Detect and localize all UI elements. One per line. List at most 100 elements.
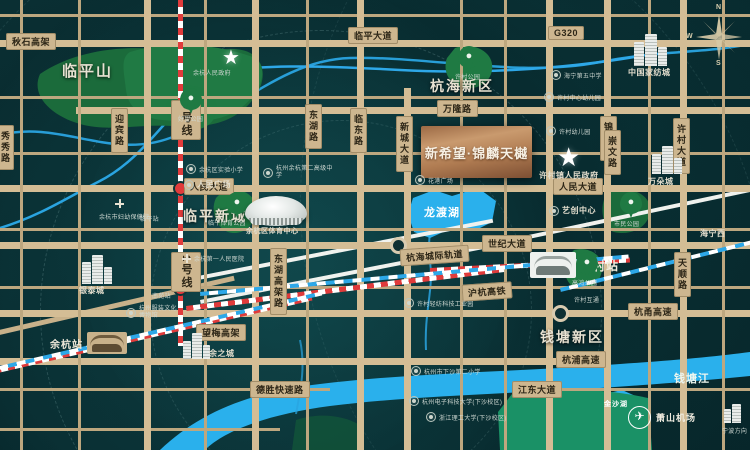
poi-yuhang-government[interactable]: 余杭人民政府 [193, 68, 231, 77]
interchange-xucun-label-wrap[interactable]: 许村互通 [574, 295, 599, 304]
school-icon [546, 126, 556, 136]
interchange-xucun[interactable] [552, 305, 569, 322]
compass-south-label: S [716, 60, 721, 67]
poi-label: 临平体育公园 [208, 221, 246, 227]
road-v-xucun [680, 0, 687, 450]
road-label-hangyong-right: 杭甬高速 [628, 303, 679, 320]
station-yuhang[interactable]: 余杭站 [50, 332, 127, 354]
poi-label: 银泰城 [79, 286, 105, 295]
pin-xucun-park[interactable]: ● [458, 46, 480, 72]
station-linping[interactable]: 临平站 [140, 214, 159, 223]
poi-shimin-park[interactable]: 市民公园 [614, 219, 639, 228]
road-v-13 [722, 0, 725, 450]
pin-gaohong-park[interactable]: ● [576, 252, 598, 278]
project-highlight-block[interactable]: 新希望·锦麟天樾 [421, 126, 532, 178]
poi-xucun-government[interactable]: 许村镇人民政府 [539, 170, 599, 181]
road-v-3 [204, 0, 207, 450]
poi-linping-sports-park[interactable]: 临平体育公园 [208, 218, 246, 227]
district-hanghai-xinqu: 杭海新区 [430, 78, 494, 94]
poi-xucun-kindergarten[interactable]: 许村幼儿园 [546, 126, 591, 136]
pin-body [620, 192, 642, 214]
poi-yuzhicheng[interactable]: 余之城 [209, 348, 235, 359]
school-icon [426, 412, 436, 422]
station-yuhang-label: 余杭站 [50, 339, 83, 351]
pin-body [576, 252, 598, 274]
poi-renmin-square[interactable]: 人民广场 [184, 179, 231, 190]
poi-yuhang-experimental-primary[interactable]: 余杭区实验小学 [186, 164, 243, 174]
road-v-10 [504, 0, 507, 450]
poi-yintai-city[interactable]: 银泰城 [79, 285, 105, 296]
poi-yuhang-first-hospital[interactable]: 余杭第一人民医院 [182, 254, 244, 263]
poi-china-textile-city[interactable]: 中国家纺城 [628, 67, 671, 78]
poi-wanduocheng[interactable]: 万朵城 [648, 176, 674, 187]
stadium-icon [245, 196, 307, 226]
poi-maternal-hospital-label[interactable]: 余杭市妇幼保健院 [99, 212, 149, 221]
poi-hdu-xiasha[interactable]: 杭州电子科技大学(下沙校区) [409, 396, 502, 406]
road-h-13 [540, 388, 750, 391]
road-h-renmin [0, 185, 750, 192]
star-icon-xucun-gov: ★ [557, 142, 581, 172]
lake-jinsha-label: 金沙湖 [604, 401, 628, 408]
pin-tail [627, 208, 635, 218]
poi-xucun-park[interactable]: 许村公园 [455, 72, 480, 81]
pin-body [226, 192, 248, 214]
pin-shimin-park[interactable]: ● [620, 192, 642, 218]
compass-west-label: W [686, 33, 693, 40]
poi-label: 海宁第五中学 [564, 73, 602, 80]
poi-haowang-park[interactable]: 好望公园 [178, 114, 203, 123]
poi-fashion-museum[interactable]: 杭州服装文化博物馆 [126, 306, 183, 319]
hospital-icon [115, 199, 124, 208]
poi-ningbo-direction[interactable]: 宁波方向 [722, 426, 747, 435]
poi-xiaoshan-airport[interactable]: ✈ 萧山机场 [628, 406, 696, 429]
poi-xiasha-no2-primary[interactable]: 杭州市下沙第二小学 [411, 366, 481, 376]
tree-icon: ● [187, 92, 195, 104]
road-v-yingbin [144, 0, 151, 450]
poi-label: 许村幼儿园 [559, 129, 591, 136]
poi-zstu-xiasha[interactable]: 浙江理工大学(下沙校区) [426, 412, 507, 422]
school-icon [263, 167, 273, 178]
poi-yichuang-center[interactable]: 艺创中心 [549, 205, 596, 216]
road-h-shiji [0, 242, 750, 249]
poi-gaohong-park[interactable]: 高鸿公园 [572, 278, 597, 287]
station-haining-west[interactable]: 海宁西 [700, 228, 726, 239]
road-v-jinxiu [546, 0, 553, 450]
station-xucun[interactable]: 许村站 [530, 252, 619, 278]
poi-label: 杭州市下沙第二小学 [424, 369, 481, 376]
building-icon-textile-city [634, 34, 667, 66]
road-label-lindong: 临东路 [350, 108, 367, 153]
road-h-14 [0, 14, 750, 17]
poi-xucun-central-kindergarten[interactable]: 许村中心幼儿园 [544, 92, 601, 102]
poi-maternal-hospital[interactable] [115, 199, 124, 208]
station-building-icon [530, 252, 576, 278]
poi-xucun-textile-industrial-park[interactable]: 许村轻纺科技工业园 [404, 298, 474, 308]
lake-longdu-label: 龙渡湖 [424, 207, 460, 219]
hospital-icon [182, 254, 191, 263]
road-h-2 [0, 96, 750, 99]
poi-label: 余杭区实验小学 [199, 167, 244, 174]
road-label-yingbin: 迎宾路 [111, 108, 128, 153]
pin-haowang-park[interactable]: ● [180, 88, 202, 114]
metro-line-9-track [178, 0, 183, 300]
tree-icon: ● [465, 50, 473, 62]
road-label-donghu: 东湖路 [305, 104, 322, 149]
poi-yuhang-no2-high-school[interactable]: 杭州余杭第二高级中学 [263, 166, 334, 179]
poi-haining-no5-middle[interactable]: 海宁第五中学 [551, 70, 602, 80]
poi-label: 余之城 [209, 349, 235, 358]
station-haining-west-label: 海宁西 [700, 229, 726, 238]
poi-huagang-square[interactable]: 花港广场 [415, 175, 453, 185]
road-label-linping-dadao: 临平大道 [348, 27, 399, 44]
school-icon [411, 366, 421, 376]
river-qiantang-label: 钱塘江 [674, 373, 710, 385]
station-nanyuan[interactable]: 南苑站 [152, 291, 171, 300]
road-label-shiji: 世纪大道 [482, 235, 533, 252]
pin-tail [233, 208, 241, 218]
school-icon [544, 92, 554, 102]
poi-label: 宁波方向 [722, 429, 748, 435]
pin-linping-sports-park[interactable]: ● [226, 192, 248, 218]
poi-label: 杭州电子科技大学(下沙校区) [422, 399, 503, 406]
poi-yuhang-sports-center[interactable]: 余杭区体育中心 [246, 226, 299, 236]
building-icon-wanduocheng [652, 146, 682, 174]
mountain-linpingshan: 临平山 [62, 63, 114, 80]
road-v-15 [648, 0, 651, 450]
poi-label: 市民公园 [614, 222, 640, 228]
